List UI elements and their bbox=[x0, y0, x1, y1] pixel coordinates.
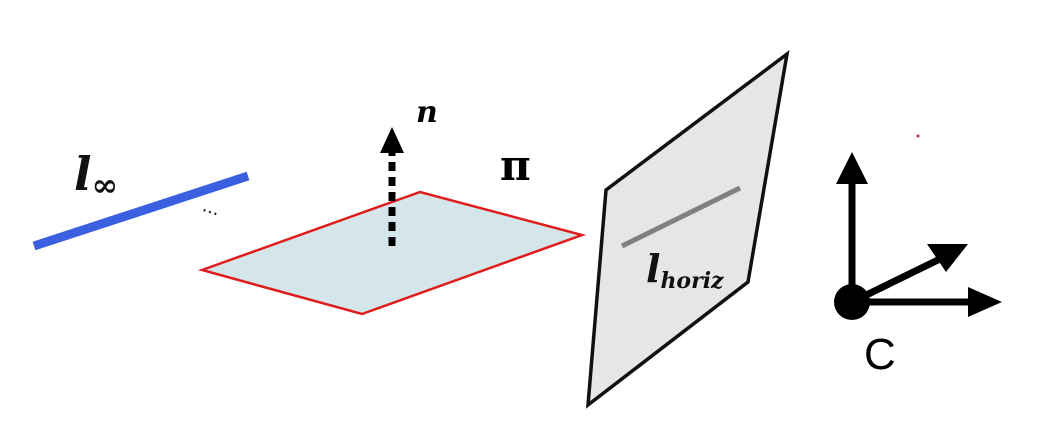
ellipsis: ··· bbox=[198, 200, 221, 225]
horizon-line-label-sub: horiz bbox=[660, 268, 724, 294]
line-at-infinity bbox=[32, 171, 250, 251]
coordinate-axes-icon bbox=[834, 152, 1002, 320]
line-at-infinity-label: l∞ bbox=[74, 147, 118, 204]
plane-label: π bbox=[500, 141, 531, 190]
image-plane bbox=[585, 49, 790, 409]
dashed-up-arrow-icon bbox=[380, 127, 404, 246]
normal-label: n bbox=[416, 95, 438, 130]
speck bbox=[916, 134, 920, 138]
line-at-infinity-label-sub: ∞ bbox=[91, 166, 118, 204]
horizon-line-label: lhoriz bbox=[646, 246, 724, 294]
ground-plane bbox=[197, 190, 587, 316]
horizon-line bbox=[620, 185, 742, 249]
horizon-line-label-base: l bbox=[646, 246, 660, 291]
line-at-infinity-label-base: l bbox=[74, 147, 91, 201]
camera-center-label: C bbox=[864, 330, 896, 379]
